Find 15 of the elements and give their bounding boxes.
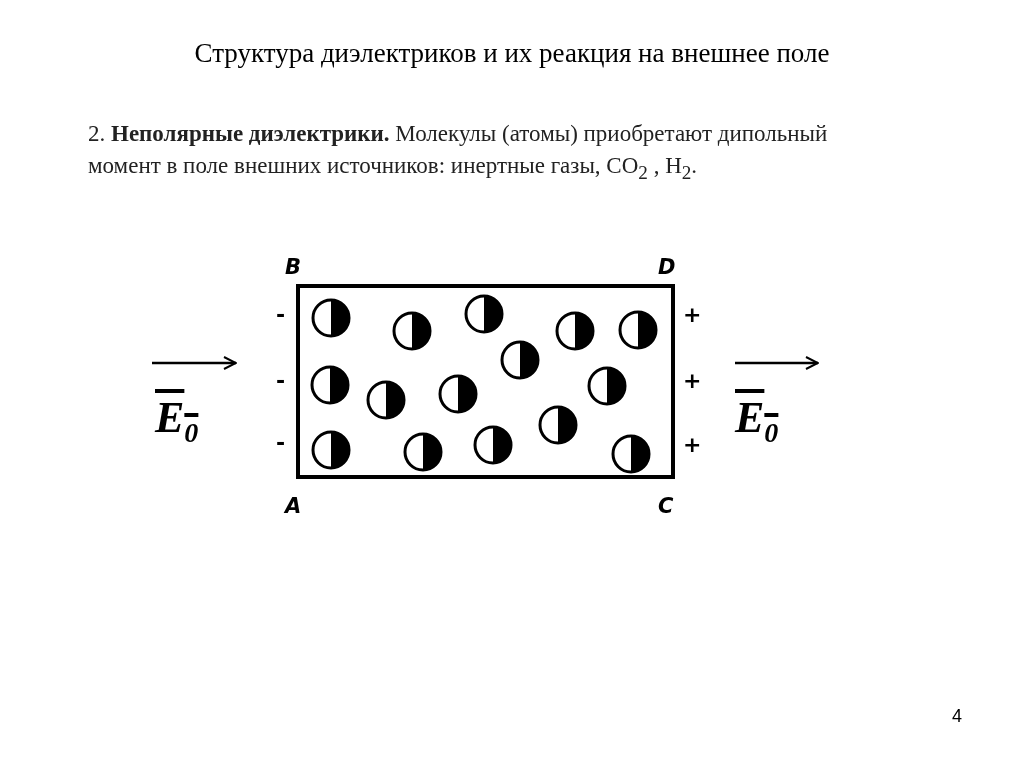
page-number: 4	[952, 706, 962, 727]
field-label: E$_{0}$	[155, 392, 199, 449]
charge-sign: +	[683, 302, 702, 327]
charge-sign: +	[683, 368, 702, 393]
corner-label: A	[285, 494, 302, 518]
charge-sign: -	[276, 302, 286, 327]
slide-title: Структура диэлектриков и их реакция на внешнее поле	[193, 38, 831, 69]
charge-sign: -	[276, 430, 286, 455]
field-label: E$_{0}$	[735, 392, 779, 449]
corner-label: B	[285, 255, 301, 279]
body-text: 2. Неполярные диэлектрики. Молекулы (атомы) приобретают дипольный момент в поле внешних источников: инертные газы, CO$_{2}$ , H$_{2}$.	[88, 120, 829, 185]
corner-label: D	[658, 255, 676, 279]
corner-label: C	[658, 494, 674, 518]
charge-sign: -	[276, 368, 286, 393]
charge-sign: +	[683, 432, 702, 457]
